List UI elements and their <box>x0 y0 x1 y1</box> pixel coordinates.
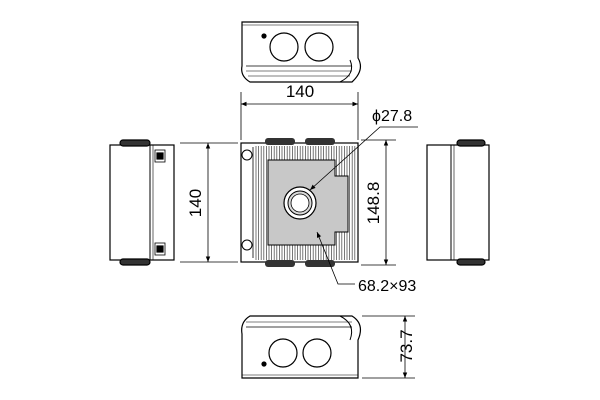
knockout-hole-left <box>269 32 299 62</box>
top-view <box>241 21 362 83</box>
screw-dot <box>261 361 267 367</box>
right-view <box>426 139 490 266</box>
left-view <box>109 139 175 266</box>
screw-dot <box>261 33 267 39</box>
knockout-hole-right <box>304 32 334 62</box>
mount-area-dimension: 68.2×93 <box>358 278 416 295</box>
depth-dimension: 73.7 <box>397 329 416 362</box>
bottom-view <box>241 315 362 379</box>
knockout-hole-right <box>302 338 332 368</box>
dimension-lines <box>180 92 418 379</box>
diameter-dimension: ϕ27.8 <box>372 108 412 125</box>
height-dimension: 140 <box>186 189 205 217</box>
plate-height-dimension: 148.8 <box>364 182 383 225</box>
front-view <box>240 138 359 267</box>
width-dimension: 140 <box>286 82 314 101</box>
knockout-hole-left <box>268 338 298 368</box>
